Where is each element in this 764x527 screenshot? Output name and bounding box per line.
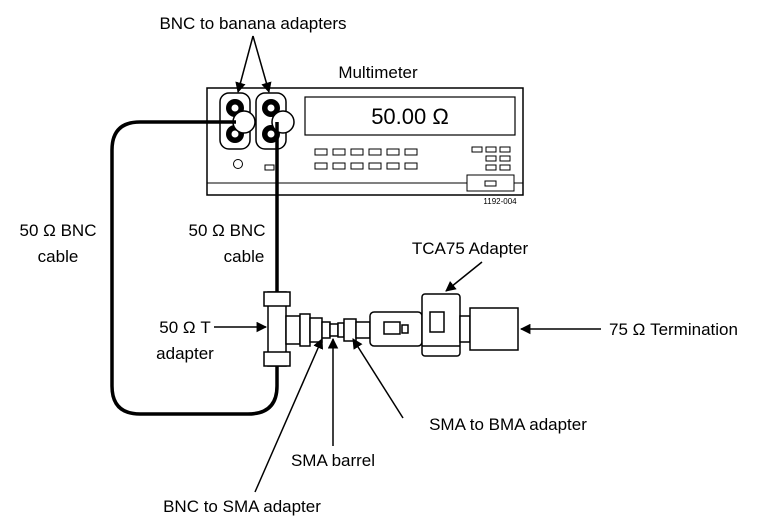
multimeter: 50.00 Ω 1192-004: [206, 87, 524, 206]
label-bnc-to-banana: BNC to banana adapters: [159, 14, 346, 33]
sma-to-bma-adapter: [343, 318, 371, 342]
label-t-adapter-line1: 50 Ω T: [159, 318, 210, 337]
label-tca75-adapter: TCA75 Adapter: [412, 239, 529, 258]
bnc-to-sma-adapter: [309, 317, 331, 343]
label-cable-left-line1: 50 Ω BNC: [20, 221, 97, 240]
callout-arrows: [214, 35, 601, 493]
termination-75-ohm: [459, 307, 519, 351]
tca75-adapter: [369, 293, 461, 357]
t-adapter: [263, 291, 311, 367]
multimeter-display: [304, 96, 516, 136]
power-switch-icon: [233, 159, 243, 169]
label-t-adapter-line2: adapter: [156, 344, 214, 363]
banana-adapter-left: [232, 110, 256, 134]
label-bnc-to-sma: BNC to SMA adapter: [163, 497, 321, 516]
label-sma-barrel: SMA barrel: [291, 451, 375, 470]
label-multimeter: Multimeter: [338, 63, 418, 82]
display-value: 50.00 Ω: [371, 104, 449, 129]
multimeter-buttons: [264, 146, 515, 192]
label-cable-right-line2: cable: [224, 247, 265, 266]
label-sma-to-bma: SMA to BMA adapter: [429, 415, 587, 434]
label-cable-left-line2: cable: [38, 247, 79, 266]
sma-barrel: [329, 322, 345, 338]
figure-id: 1192-004: [483, 197, 517, 206]
bnc-cable-left: [110, 120, 279, 416]
label-cable-right-line1: 50 Ω BNC: [189, 221, 266, 240]
multimeter-front-panel: [206, 87, 524, 184]
label-termination: 75 Ω Termination: [609, 320, 738, 339]
